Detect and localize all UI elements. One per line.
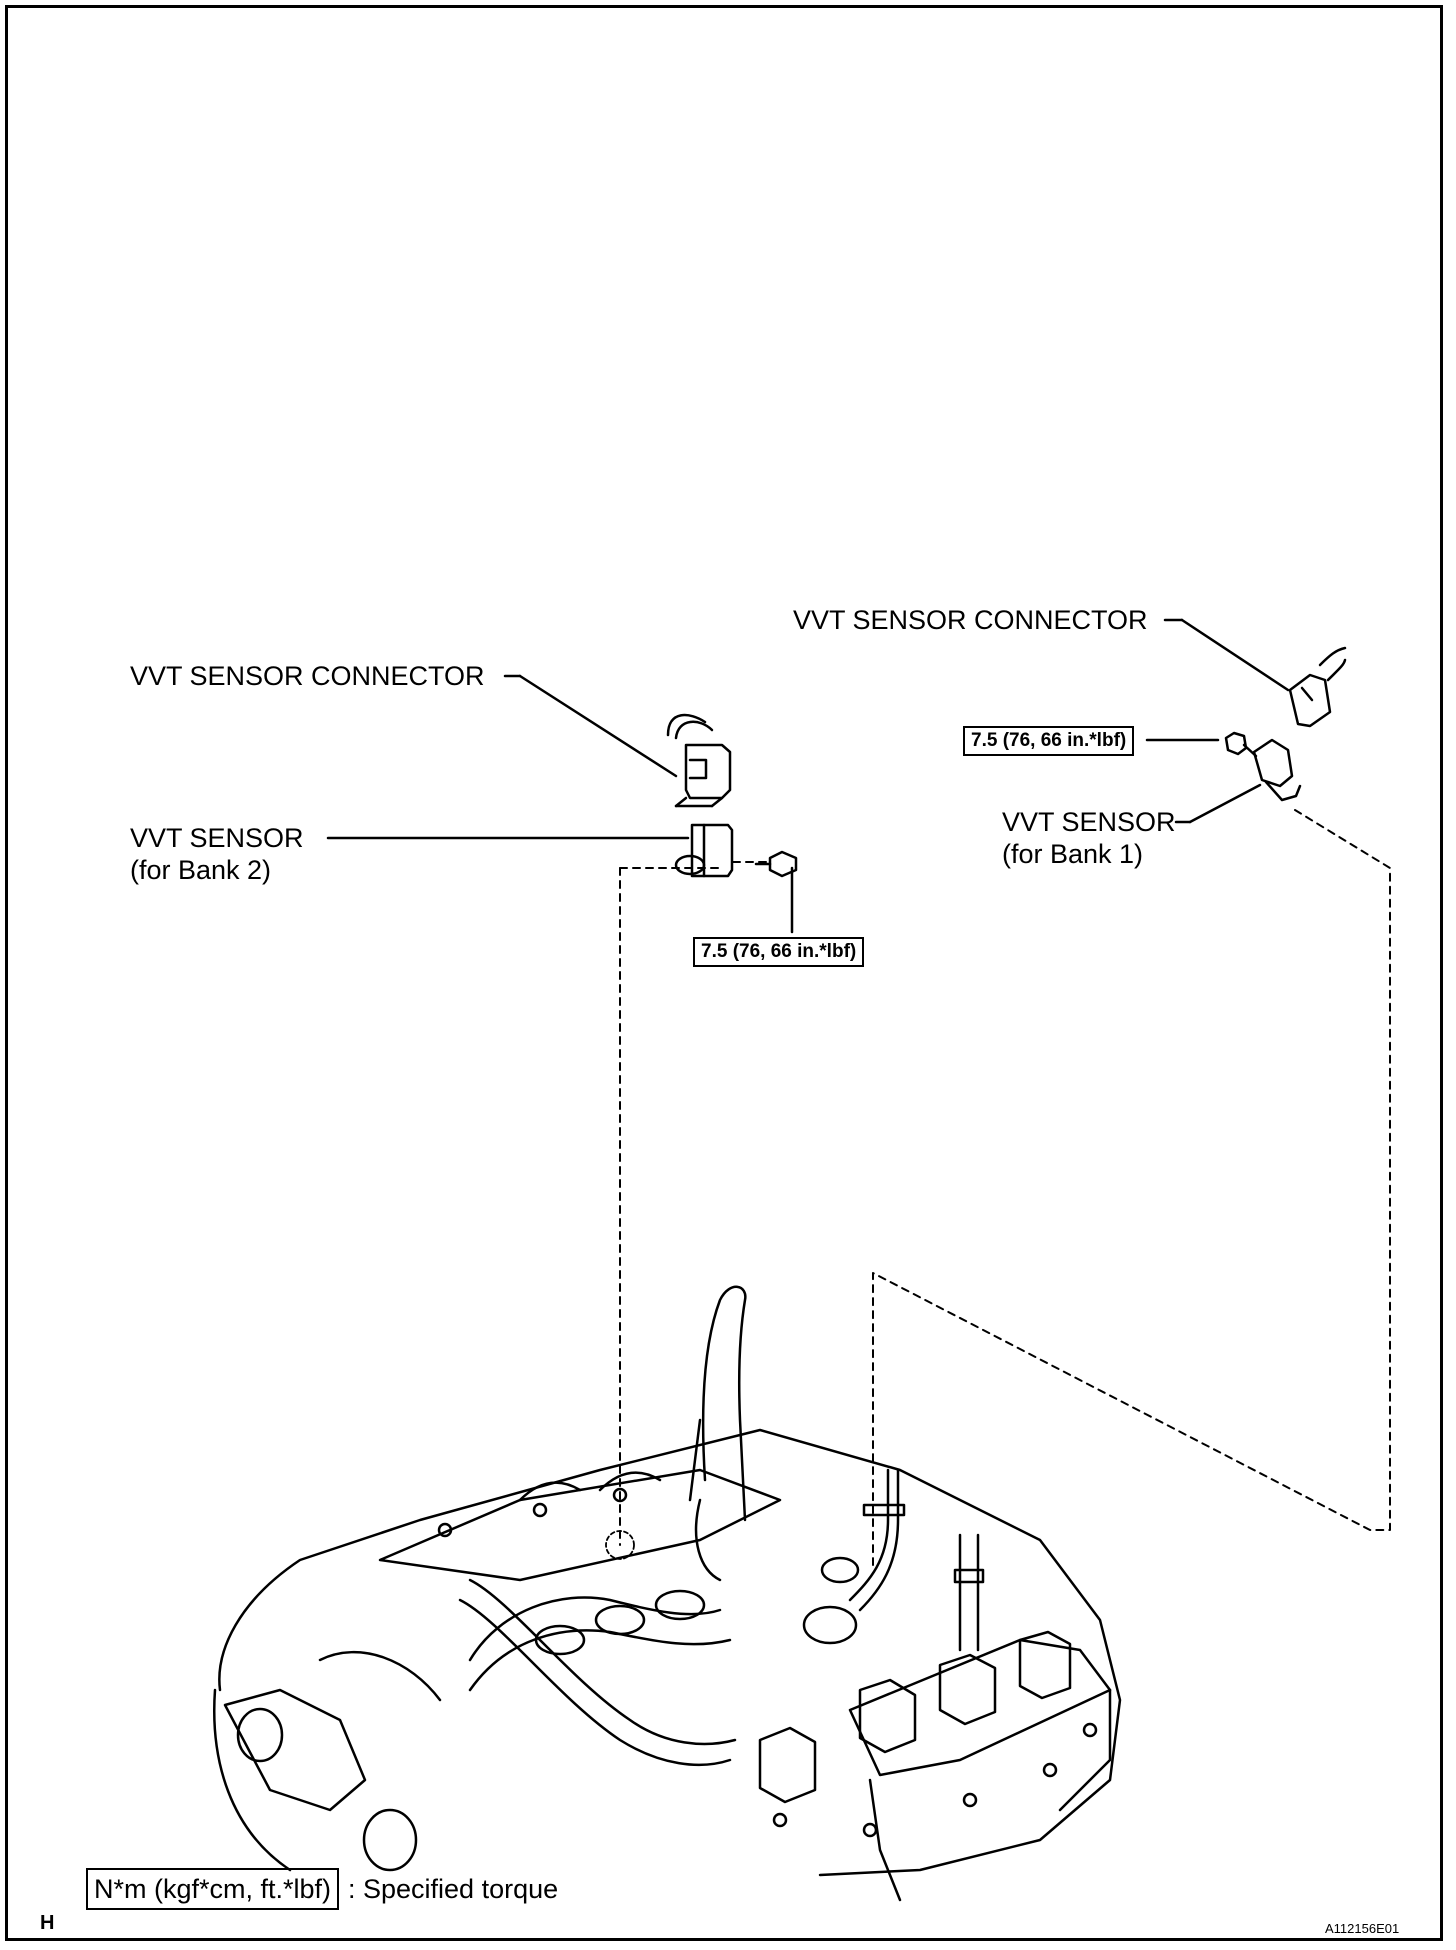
bank2-sensor-part (674, 823, 798, 878)
figure-code: A112156E01 (1325, 1921, 1400, 1936)
corner-letter: H (40, 1912, 55, 1934)
label-sensor-bank1-sub: (for Bank 1) (1002, 839, 1144, 869)
label-connector-bank1: VVT SENSOR CONNECTOR (793, 605, 1148, 635)
bank2-connector-part (666, 713, 732, 808)
label-connector-bank2: VVT SENSOR CONNECTOR (130, 661, 485, 691)
ignition-coils (758, 1630, 1072, 1804)
torque-spec-bank1: 7.5 (76, 66 in.*lbf) (963, 726, 1135, 756)
dashed-guides (619, 809, 1391, 1566)
label-sensor-bank1: VVT SENSOR (1002, 807, 1176, 837)
bank1-connector-part (1288, 646, 1347, 728)
diagram-frame (5, 5, 1443, 1941)
label-sensor-bank2-sub: (for Bank 2) (130, 855, 272, 885)
legend-description: : Specified torque (348, 1874, 559, 1904)
label-sensor-bank2: VVT SENSOR (130, 823, 304, 853)
engine-block (213, 1285, 1122, 1902)
legend-torque-unit: N*m (kgf*cm, ft.*lbf) (86, 1868, 340, 1910)
leader-lines (326, 618, 1290, 934)
bank1-sensor-part (1224, 731, 1302, 802)
torque-spec-bank2: 7.5 (76, 66 in.*lbf) (693, 937, 865, 967)
